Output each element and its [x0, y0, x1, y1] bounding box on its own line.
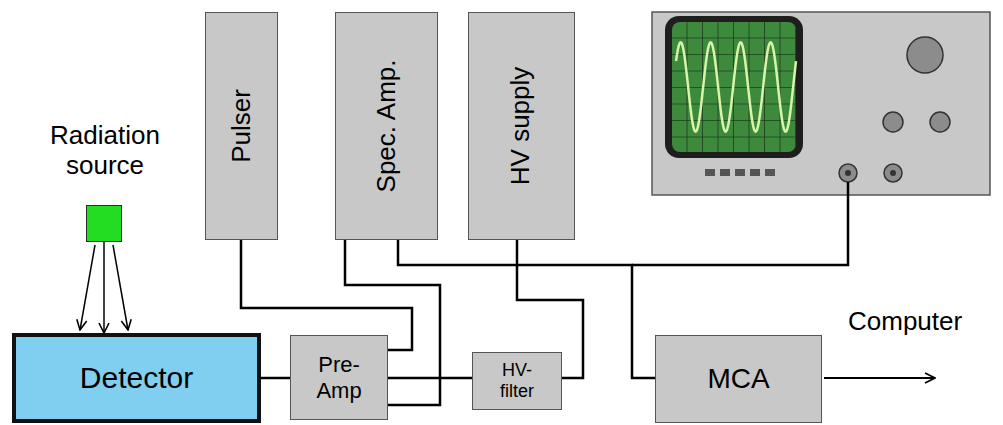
scope-button [765, 169, 775, 176]
scope-button [720, 169, 730, 176]
signal-wire [261, 377, 290, 380]
scope-body [652, 12, 990, 195]
sine-trace [676, 42, 796, 131]
pulser-module: Pulser [205, 12, 278, 240]
node-label: Radiation source [30, 121, 180, 181]
hv-supply-module: HV supply [468, 12, 575, 240]
hv-filter-box: HV- filter [472, 352, 562, 410]
scope-knob [907, 37, 943, 73]
scope-button [750, 169, 760, 176]
preamp-box: Pre- Amp [290, 335, 388, 420]
scope-input-pin [890, 170, 896, 176]
node-label: HV- filter [491, 360, 543, 401]
output-arrow [824, 377, 935, 379]
signal-wire [103, 242, 105, 333]
scope-input-pin [845, 170, 851, 176]
scope-wire [632, 182, 848, 265]
mca-box: MCA [655, 335, 822, 423]
computer-label: Computer [848, 306, 962, 337]
scope-buttons [705, 169, 775, 176]
node-label: Detector [80, 361, 193, 396]
node-label: Pulser [227, 89, 257, 163]
radiation-source: Radiation source [86, 205, 122, 242]
signal-wire [241, 240, 412, 350]
radiation-arrow [113, 245, 128, 330]
node-label: HV supply [507, 67, 537, 186]
scope-screen [672, 22, 796, 152]
scope-bezel [665, 16, 803, 158]
oscilloscope [652, 12, 990, 195]
radiation-arrow [80, 245, 95, 330]
scope-input [884, 164, 902, 182]
scope-knob [930, 112, 950, 132]
scope-knob [883, 112, 903, 132]
detector-box: Detector [12, 333, 261, 423]
spec-amp-module: Spec. Amp. [335, 12, 438, 240]
scope-button [735, 169, 745, 176]
signal-wire [388, 377, 472, 380]
scope-grid [672, 22, 796, 152]
scope-button [705, 169, 715, 176]
node-label: Pre- Amp [309, 352, 369, 403]
node-label: MCA [707, 363, 769, 395]
scope-input [839, 164, 857, 182]
node-label: Spec. Amp. [372, 60, 402, 193]
